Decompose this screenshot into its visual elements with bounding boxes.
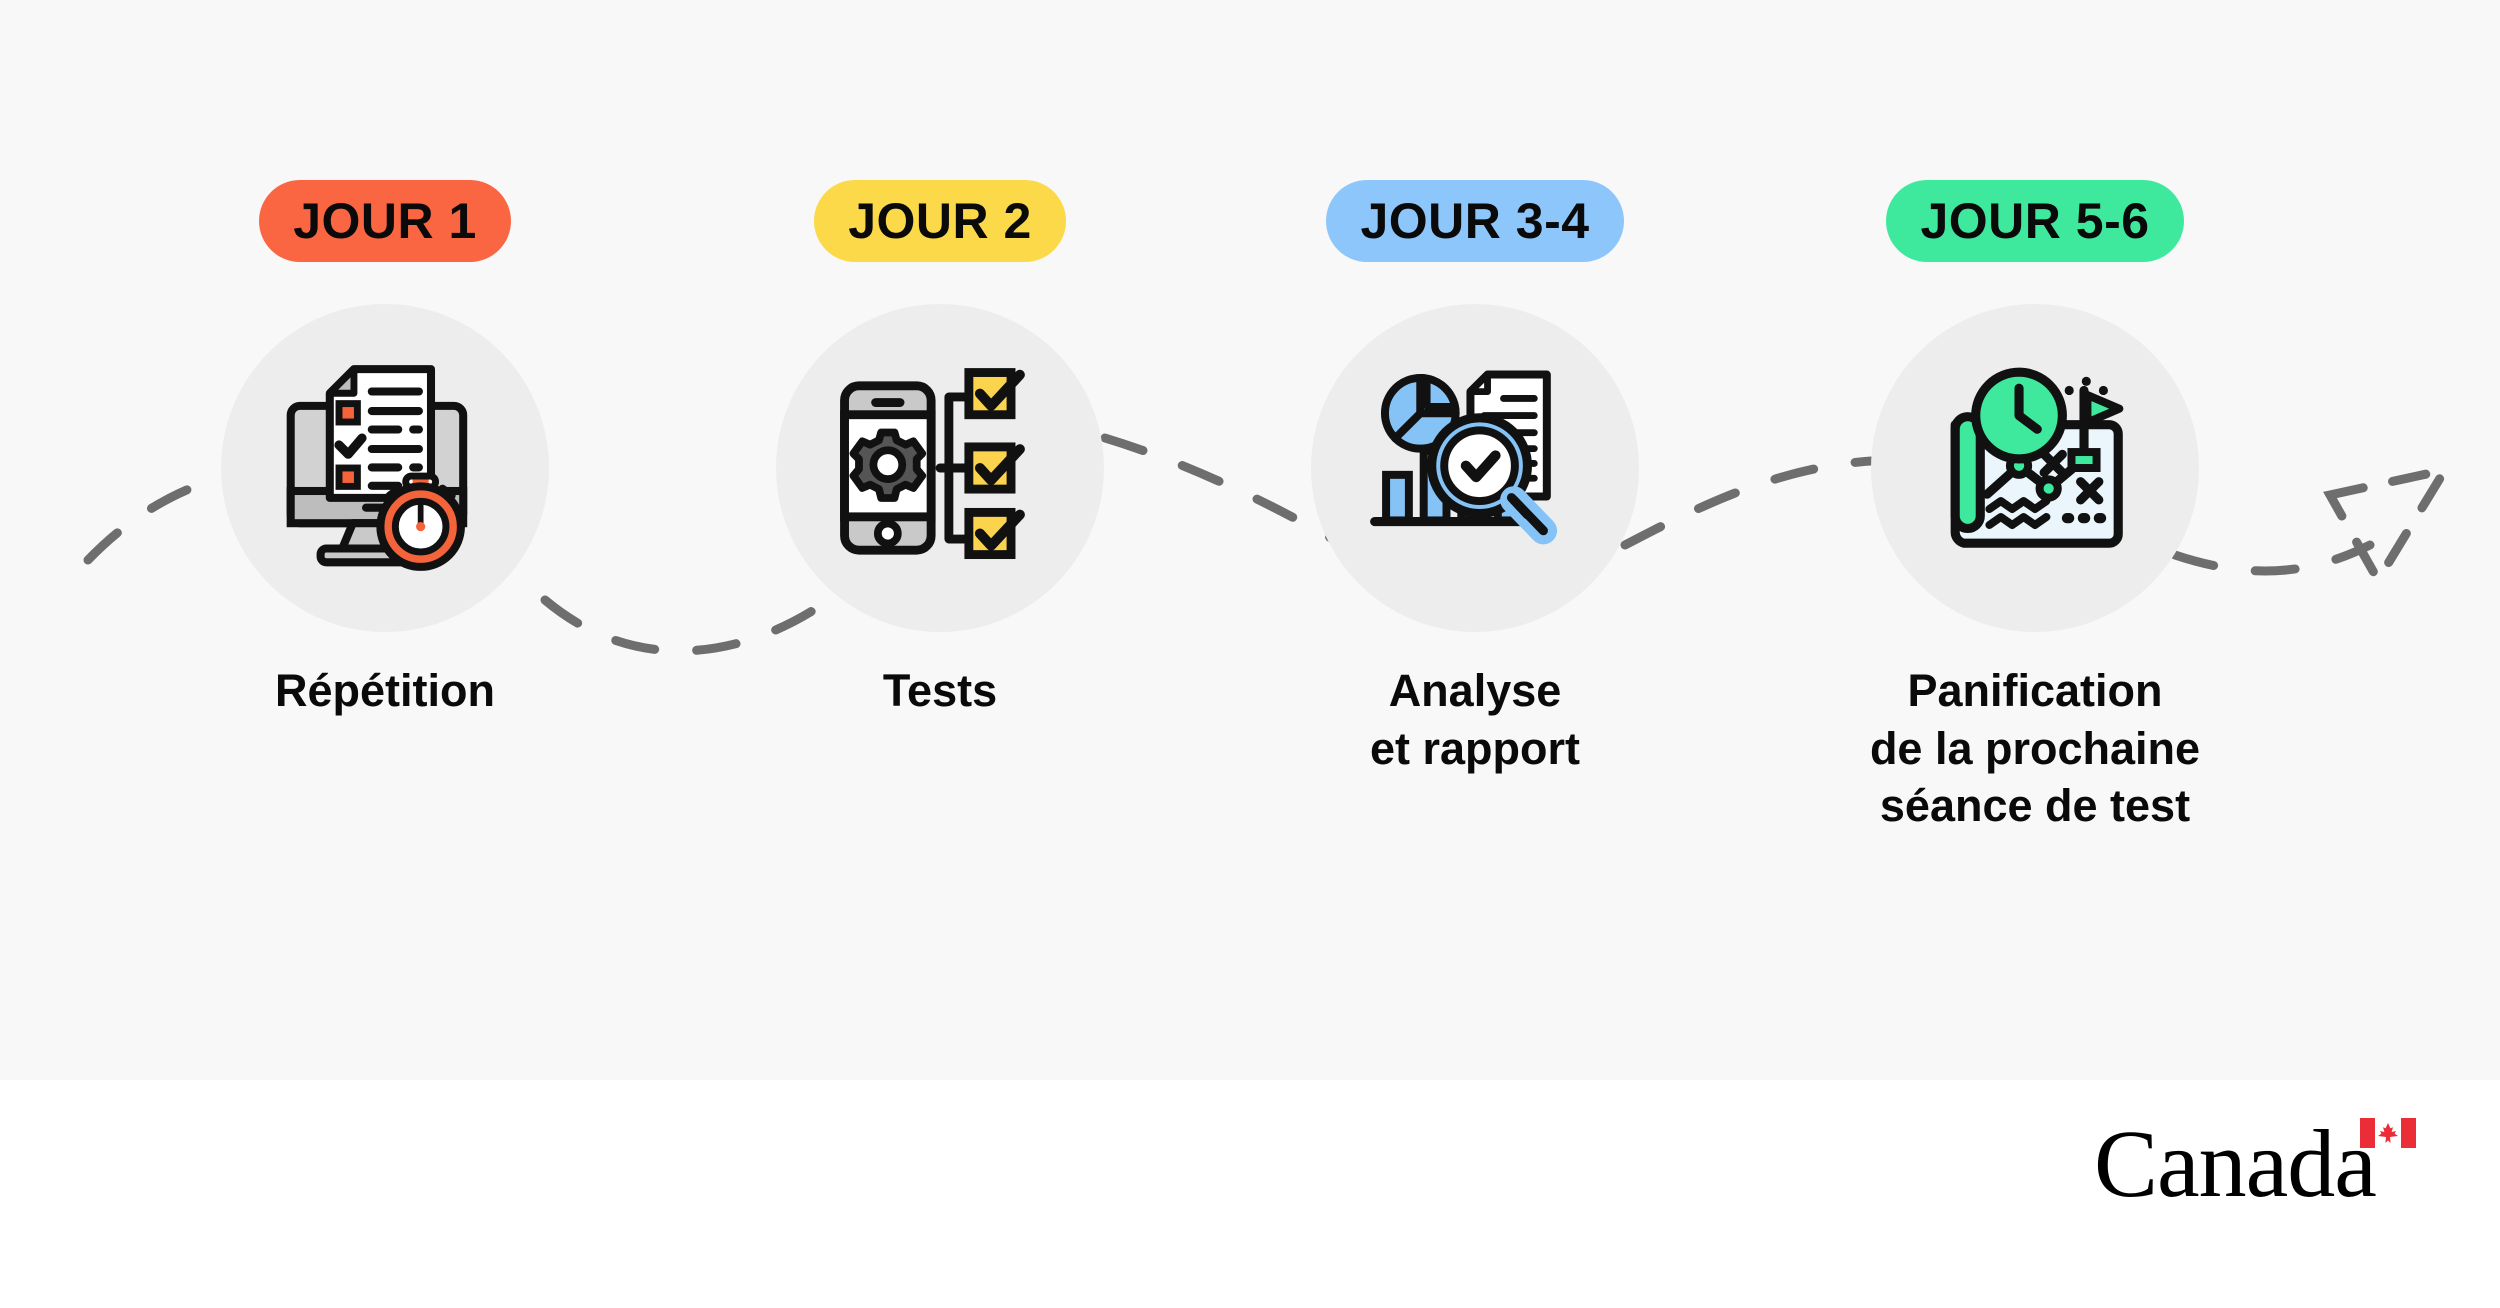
step-2: JOUR 2 xyxy=(710,180,1170,720)
step-4: JOUR 5-6 xyxy=(1805,180,2265,835)
step-caption-1: Répétition xyxy=(275,665,495,716)
blueprint-clock-flag-icon xyxy=(1921,354,2149,582)
footer-band xyxy=(0,1080,2500,1308)
monitor-checklist-stopwatch-icon xyxy=(270,353,500,583)
canada-wordmark: Canada xyxy=(2094,1116,2424,1212)
day-badge-2[interactable]: JOUR 2 xyxy=(814,180,1066,262)
icon-circle-3 xyxy=(1311,304,1639,632)
icon-circle-1 xyxy=(221,304,549,632)
canada-flag-icon xyxy=(2360,1118,2416,1148)
step-caption-2: Tests xyxy=(882,665,998,716)
icon-circle-4 xyxy=(1871,304,2199,632)
day-badge-4[interactable]: JOUR 5-6 xyxy=(1886,180,2184,262)
day-badge-1[interactable]: JOUR 1 xyxy=(259,180,511,262)
icon-circle-2 xyxy=(776,304,1104,632)
day-badge-3[interactable]: JOUR 3-4 xyxy=(1326,180,1624,262)
canada-wordmark-text: Canada xyxy=(2094,1110,2377,1217)
step-caption-3: Analyse et rapport xyxy=(1369,665,1580,774)
step-1: JOUR 1 xyxy=(155,180,615,720)
step-caption-4: Panification de la prochaine séance de t… xyxy=(1869,665,2201,832)
charts-report-magnifier-icon xyxy=(1361,354,1589,582)
smartphone-gear-checklist-icon xyxy=(829,357,1051,579)
step-3: JOUR 3-4 xyxy=(1245,180,1705,777)
